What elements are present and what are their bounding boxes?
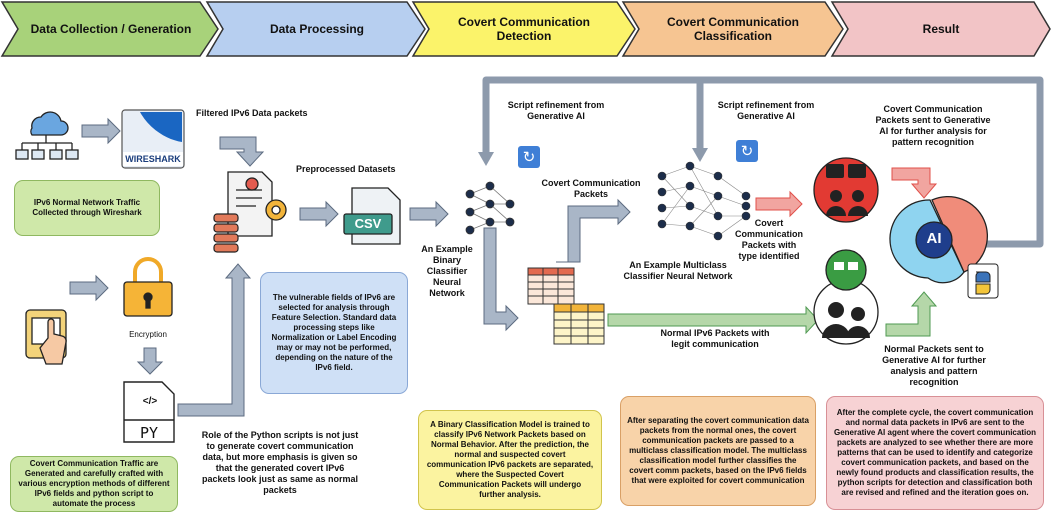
wireshark-wordmark: WIRESHARK xyxy=(125,154,181,164)
label-normal-sent-ai: Normal Packets sent to Generative AI for… xyxy=(882,344,986,387)
box-binary-model: A Binary Classification Model is trained… xyxy=(418,410,602,510)
arrow-wireshark-to-doc xyxy=(219,136,265,167)
box-feature-selection: The vulnerable fields of IPv6 are select… xyxy=(260,272,408,394)
arrow-doc-to-csv xyxy=(299,200,339,228)
refresh-icon: ↻ xyxy=(518,146,540,168)
label-python-role: Role of the Python scripts is not just t… xyxy=(201,430,359,495)
cloud-network-icon xyxy=(15,111,79,160)
arrow-cloud-to-wireshark xyxy=(81,117,121,145)
stage-label-data-collection: Data Collection / Generation xyxy=(30,22,192,36)
arrow-white-to-ai xyxy=(885,291,938,337)
person-group-icon-white xyxy=(813,249,879,345)
stage-banner-4 xyxy=(621,1,844,57)
arrow-lock-to-py xyxy=(136,347,164,375)
label-binary-classifier: An Example Binary Classifier Neural Netw… xyxy=(421,244,473,298)
stage-banner-3 xyxy=(411,1,636,57)
box-ipv6-normal-traffic: IPv6 Normal Network Traffic Collected th… xyxy=(14,180,160,236)
stage-label-result: Result xyxy=(922,22,960,36)
padlock-icon xyxy=(123,257,173,317)
python-file-label: PY xyxy=(139,424,159,442)
ai-wordmark: AI xyxy=(926,230,942,247)
label-normal-legit: Normal IPv6 Packets with legit communica… xyxy=(660,328,770,349)
stage-label-detection: Covert Communication Detection xyxy=(457,15,590,43)
feedback-loop-outer xyxy=(482,76,1044,248)
label-filtered-packets: Filtered IPv6 Data packets xyxy=(196,108,308,118)
arrow-csv-to-nn xyxy=(409,200,449,228)
hand-touch-icon xyxy=(25,309,67,365)
box-multiclass: After separating the covert communicatio… xyxy=(620,396,816,506)
stage-banner-5 xyxy=(830,1,1051,57)
arrow-table-up-to-mc xyxy=(556,198,631,263)
box-covert-generated: Covert Communication Traffic are Generat… xyxy=(10,456,178,512)
document-gear-icon xyxy=(227,171,287,237)
csv-file-icon xyxy=(343,187,401,245)
arrow-to-lock xyxy=(69,274,109,302)
refresh-icon-2: ↻ xyxy=(736,140,758,162)
database-icon xyxy=(213,213,239,253)
stage-label-classification: Covert Communication Classification xyxy=(666,15,799,43)
python-logo xyxy=(967,263,999,299)
table-icon xyxy=(527,267,605,345)
arrow-red-to-ai xyxy=(891,167,938,199)
csv-wordmark: CSV xyxy=(354,216,382,231)
stage-label-data-processing: Data Processing xyxy=(269,22,365,36)
stage-banner-1 xyxy=(0,1,219,57)
multiclass-network-icon xyxy=(657,161,751,241)
label-script-refinement-1: Script refinement from Generative AI xyxy=(507,100,605,121)
label-script-refinement-2: Script refinement from Generative AI xyxy=(717,100,815,121)
label-preprocessed: Preprocessed Datasets xyxy=(296,164,396,174)
stage-banners xyxy=(0,1,1051,57)
ai-brain-icon xyxy=(889,195,989,284)
python-file-icon xyxy=(123,381,175,443)
label-multiclass-classifier: An Example Multiclass Classifier Neural … xyxy=(623,260,733,281)
stage-banner-2 xyxy=(205,1,426,57)
label-encryption: Encryption xyxy=(129,330,167,339)
neural-network-icon xyxy=(465,181,515,235)
code-glyph-icon: </> xyxy=(142,396,158,407)
label-covert-type: Covert Communication Packets with type i… xyxy=(734,218,803,261)
person-group-icon-red xyxy=(813,157,879,223)
arrow-py-to-doc xyxy=(177,263,252,417)
box-result: After the complete cycle, the covert com… xyxy=(826,396,1044,510)
arrow-mc-to-red xyxy=(755,190,803,218)
label-covert-sent-ai: Covert Communication Packets sent to Gen… xyxy=(875,104,991,147)
wireshark-logo xyxy=(121,109,185,169)
arrow-nn-to-table-down xyxy=(483,227,519,332)
arrow-normal-legit xyxy=(607,305,819,335)
label-covert-packets: Covert Communication Packets xyxy=(541,178,641,199)
